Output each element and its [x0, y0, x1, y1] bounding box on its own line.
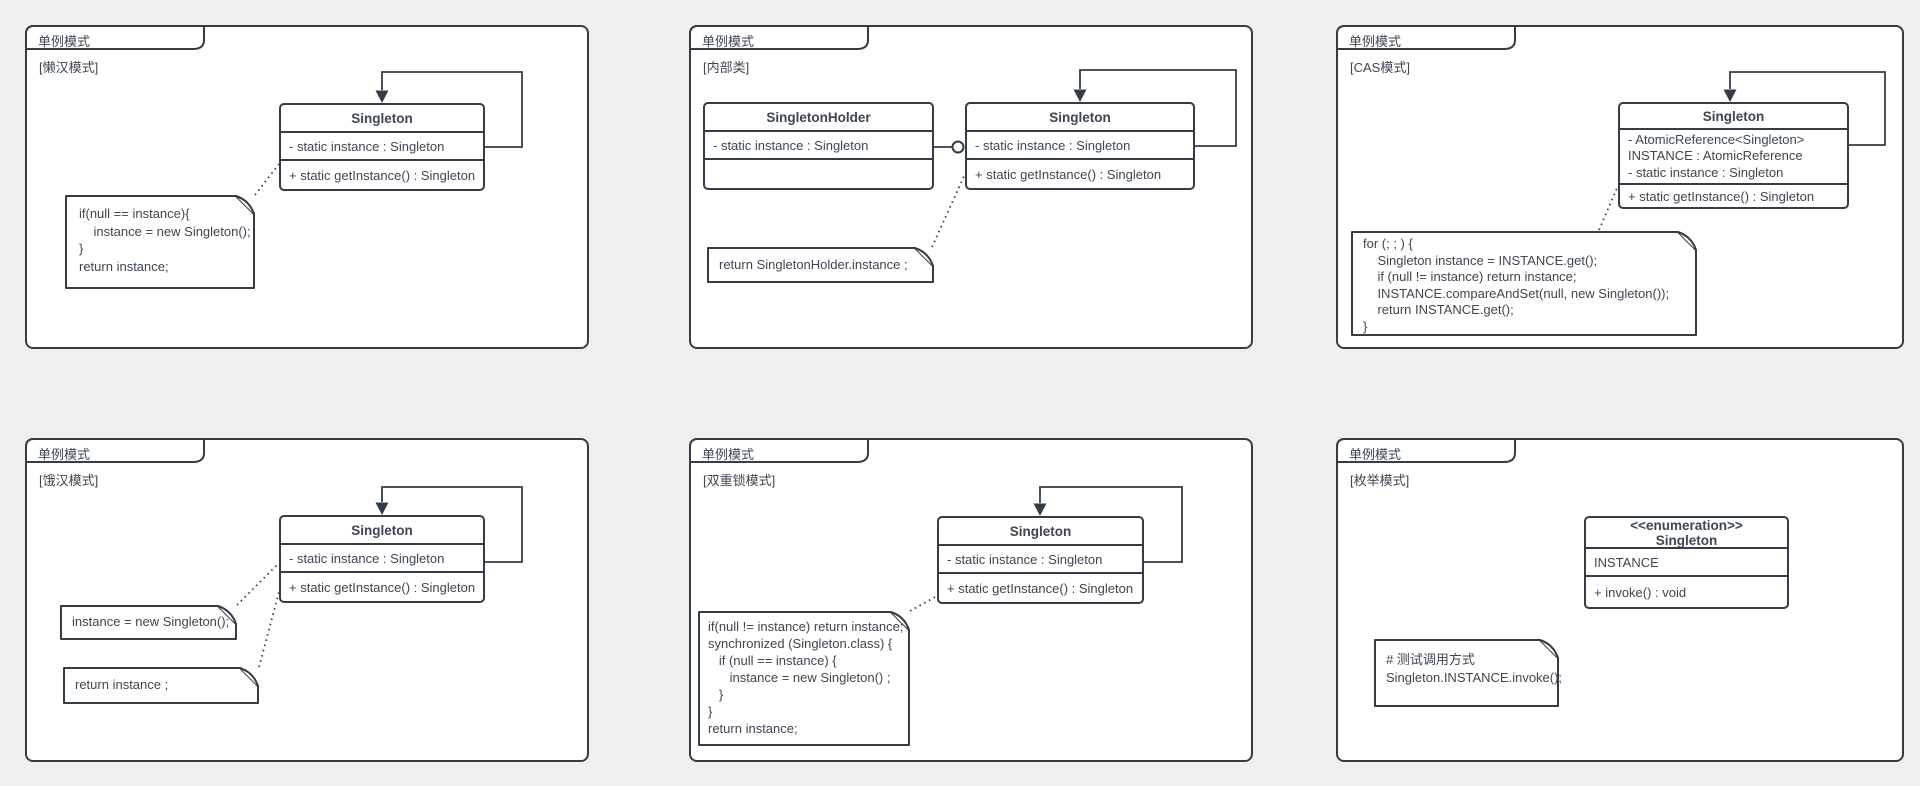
class-singleton: Singleton - static instance : Singleton … — [965, 102, 1195, 190]
code-note: if(null != instance) return instance; sy… — [698, 611, 910, 746]
note-text: if(null == instance){ instance = new Sin… — [79, 206, 251, 274]
class-title: Singleton — [281, 517, 483, 545]
package-name: 单例模式 — [1349, 447, 1402, 462]
class-singleton: Singleton - static instance : Singleton … — [279, 103, 485, 191]
note-shape — [1374, 639, 1559, 707]
package-name: 单例模式 — [38, 447, 91, 462]
note-text: return SingletonHolder.instance ; — [719, 257, 908, 272]
class-attributes: - AtomicReference<Singleton> INSTANCE : … — [1620, 130, 1847, 185]
package-name: 单例模式 — [702, 447, 755, 462]
variant-label: [枚举模式] — [1350, 473, 1410, 488]
variant-label: [懒汉模式] — [39, 60, 99, 75]
class-methods — [705, 160, 932, 188]
package-name: 单例模式 — [702, 34, 755, 49]
class-methods: + invoke() : void — [1594, 584, 1687, 600]
package-cas-singleton: 单例模式 [CAS模式] Singleton - AtomicReference… — [1336, 25, 1904, 349]
package-dcl-singleton: 单例模式 [双重锁模式] Singleton - static instance… — [689, 438, 1253, 762]
variant-label: [饿汉模式] — [39, 473, 99, 488]
note-shape — [698, 611, 910, 746]
ball-connector-icon — [951, 140, 965, 154]
class-attributes: - static instance : Singleton — [281, 133, 483, 161]
package-enum-singleton: 单例模式 [枚举模式] <<enumeration>> Singleton IN… — [1336, 438, 1904, 762]
note-fold-corner — [239, 667, 259, 687]
package-name: 单例模式 — [38, 34, 91, 49]
class-title: SingletonHolder — [705, 104, 932, 132]
variant-label: [CAS模式] — [1350, 60, 1410, 75]
class-singleton-enum: <<enumeration>> Singleton INSTANCE + inv… — [1584, 516, 1789, 609]
arrowhead-icon — [375, 90, 389, 103]
variant-label: [双重锁模式] — [703, 473, 776, 488]
note-fold-corner — [890, 611, 910, 631]
package-lazy-singleton: 单例模式 [懒汉模式] Singleton - static instance … — [25, 25, 589, 349]
package-tab — [1336, 25, 1516, 50]
code-note: # 测试调用方式 Singleton.INSTANCE.invoke(); — [1374, 639, 1563, 707]
note-text: return instance ; — [75, 677, 169, 692]
variant-label: [内部类] — [703, 60, 750, 75]
class-title: Singleton — [939, 518, 1142, 546]
code-note: if(null == instance){ instance = new Sin… — [65, 195, 255, 289]
note-shape — [707, 247, 934, 283]
note-shape — [1351, 231, 1697, 336]
class-methods: + static getInstance() : Singleton — [975, 166, 1162, 182]
package-holder-singleton: 单例模式 [内部类] SingletonHolder - static inst… — [689, 25, 1253, 349]
note-fold-corner — [1677, 231, 1697, 251]
class-singleton: Singleton - static instance : Singleton … — [937, 516, 1144, 604]
arrowhead-icon — [1073, 89, 1087, 102]
class-singleton: Singleton - AtomicReference<Singleton> I… — [1618, 102, 1849, 209]
class-title: Singleton — [281, 105, 483, 133]
code-note: instance = new Singleton(); — [60, 605, 237, 640]
class-stereotype: <<enumeration>> — [1630, 517, 1743, 533]
class-singleton: Singleton - static instance : Singleton … — [279, 515, 485, 603]
class-attributes: - static instance : Singleton — [281, 545, 483, 573]
note-connector-dotted-line — [236, 562, 280, 606]
arrowhead-icon — [1033, 503, 1047, 516]
note-connector-dotted-line — [909, 595, 938, 612]
code-note: return instance ; — [63, 667, 259, 704]
note-connector-dotted-line — [258, 591, 280, 668]
note-shape — [63, 667, 259, 704]
class-title: <<enumeration>> Singleton — [1586, 518, 1787, 549]
note-connector-dotted-line — [931, 173, 966, 248]
note-fold-corner — [235, 195, 255, 215]
arrowhead-icon — [1723, 89, 1737, 102]
class-methods: + static getInstance() : Singleton — [289, 579, 476, 595]
code-note: return SingletonHolder.instance ; — [707, 247, 934, 283]
note-shape — [60, 605, 237, 640]
note-text: for (; ; ) { Singleton instance = INSTAN… — [1363, 236, 1670, 334]
package-tab — [25, 25, 205, 50]
class-title: Singleton — [1620, 104, 1847, 130]
class-title: Singleton — [967, 104, 1193, 132]
note-text: instance = new Singleton(); — [72, 614, 230, 629]
package-tab — [689, 25, 869, 50]
package-tab — [1336, 438, 1516, 463]
class-methods: + static getInstance() : Singleton — [289, 167, 476, 183]
class-attributes: - static instance : Singleton — [967, 132, 1193, 160]
note-shape — [65, 195, 255, 289]
class-name: Singleton — [1655, 532, 1718, 548]
note-connector-dotted-line — [254, 163, 280, 196]
note-text: # 测试调用方式 Singleton.INSTANCE.invoke(); — [1386, 652, 1563, 685]
package-tab — [689, 438, 869, 463]
note-fold-corner — [914, 247, 934, 267]
note-connector-dotted-line — [1598, 187, 1618, 231]
code-note: for (; ; ) { Singleton instance = INSTAN… — [1351, 231, 1697, 336]
package-eager-singleton: 单例模式 [饿汉模式] Singleton - static instance … — [25, 438, 589, 762]
class-attributes: INSTANCE — [1586, 549, 1787, 577]
arrowhead-icon — [375, 502, 389, 515]
note-fold-corner — [217, 605, 237, 625]
package-tab — [25, 438, 205, 463]
class-attributes: - static instance : Singleton — [939, 546, 1142, 574]
class-singleton-holder: SingletonHolder - static instance : Sing… — [703, 102, 934, 190]
class-attributes: - static instance : Singleton — [705, 132, 932, 160]
class-methods: + static getInstance() : Singleton — [947, 580, 1134, 596]
package-name: 单例模式 — [1349, 34, 1402, 49]
class-methods: + static getInstance() : Singleton — [1628, 188, 1815, 204]
note-text: if(null != instance) return instance; sy… — [708, 619, 904, 736]
note-fold-corner — [1539, 639, 1559, 659]
